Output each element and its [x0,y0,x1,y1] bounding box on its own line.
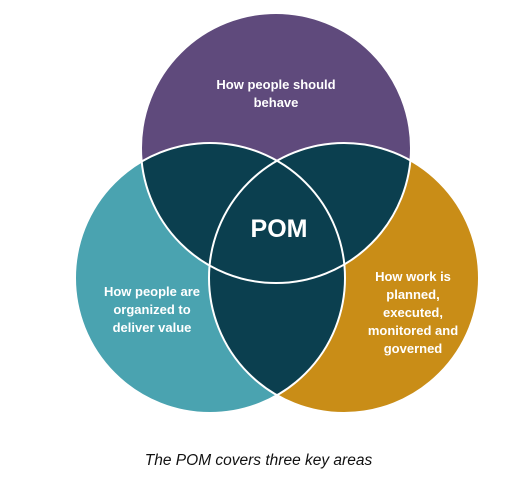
left-circle-label: How people are organized to deliver valu… [103,284,201,335]
center-label: POM [250,215,308,243]
caption: The POM covers three key areas [144,452,373,469]
circle-outlines [74,12,480,414]
right-circle-label: How work is planned, executed, monitored… [367,269,459,356]
top-circle-label: How people should behave [216,77,336,110]
